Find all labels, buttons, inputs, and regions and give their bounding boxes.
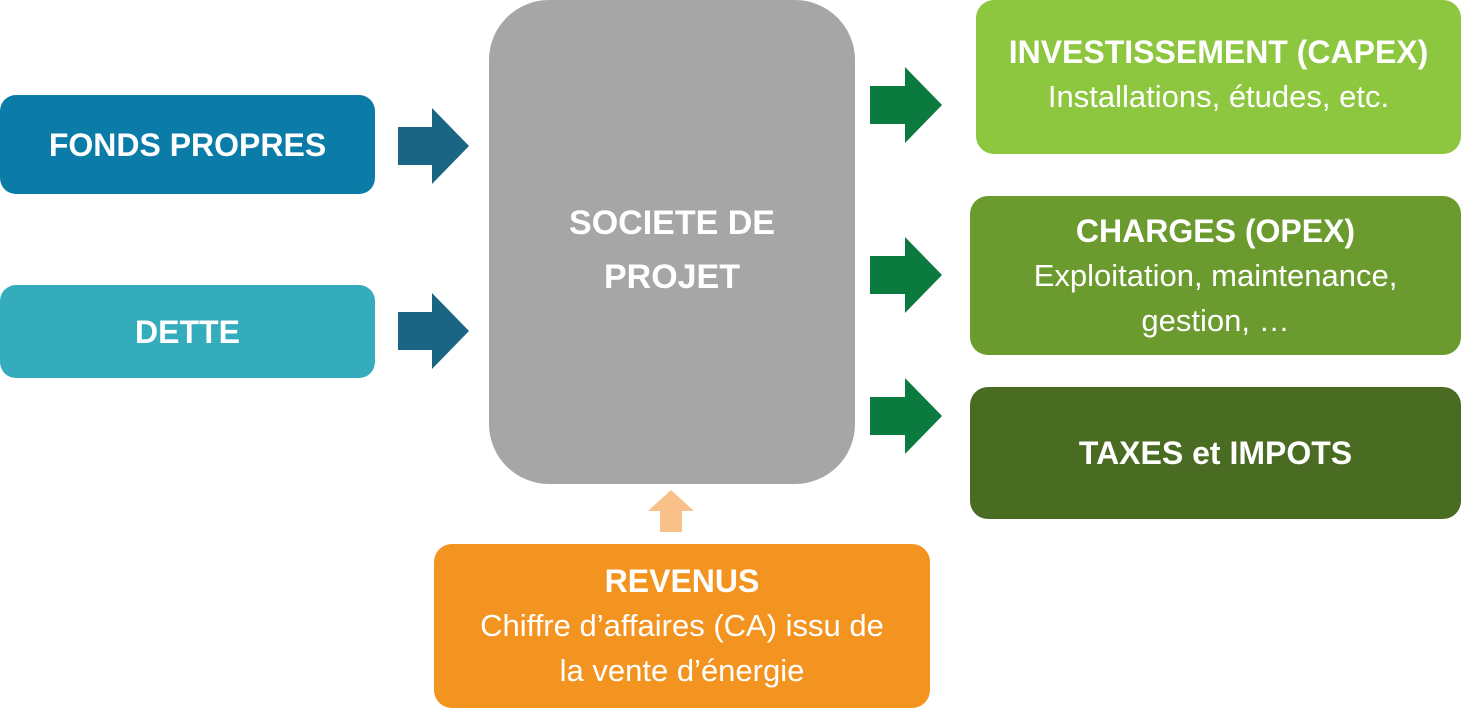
arrow-revenus-to-societe-icon xyxy=(648,490,694,532)
societe-title-line2: PROJET xyxy=(603,258,741,296)
arrow-dette-to-societe-icon xyxy=(398,293,469,369)
revenus-subtitle-line2: la vente d’énergie xyxy=(559,653,805,688)
arrow-societe-to-capex-icon xyxy=(870,67,942,143)
capex-subtitle: Installations, études, etc. xyxy=(1047,78,1390,114)
taxes-box: TAXES et IMPOTS xyxy=(970,387,1461,519)
arrow-fonds-to-societe-icon xyxy=(398,108,469,184)
societe-de-projet-box: SOCIETE DE PROJET xyxy=(489,0,855,484)
dette-title: DETTE xyxy=(135,313,240,350)
opex-title: CHARGES (OPEX) xyxy=(1075,212,1356,249)
arrow-societe-to-taxes-icon xyxy=(870,378,942,454)
capex-box: INVESTISSEMENT (CAPEX) Installations, ét… xyxy=(976,0,1461,154)
dette-box: DETTE xyxy=(0,285,375,378)
fonds-propres-title: FONDS PROPRES xyxy=(48,126,327,163)
revenus-title: REVENUS xyxy=(604,563,760,599)
societe-title-line1: SOCIETE DE xyxy=(569,204,775,242)
revenus-box: REVENUS Chiffre d’affaires (CA) issu de … xyxy=(434,544,930,708)
arrow-societe-to-opex-icon xyxy=(870,237,942,313)
revenus-subtitle-line1: Chiffre d’affaires (CA) issu de xyxy=(480,608,884,643)
taxes-title: TAXES et IMPOTS xyxy=(1078,435,1353,471)
opex-subtitle-line1: Exploitation, maintenance, xyxy=(1033,257,1398,293)
fonds-propres-box: FONDS PROPRES xyxy=(0,95,375,194)
opex-subtitle-line2: gestion, … xyxy=(1141,302,1290,338)
opex-box: CHARGES (OPEX) Exploitation, maintenance… xyxy=(970,196,1461,355)
capex-title: INVESTISSEMENT (CAPEX) xyxy=(1008,33,1429,70)
